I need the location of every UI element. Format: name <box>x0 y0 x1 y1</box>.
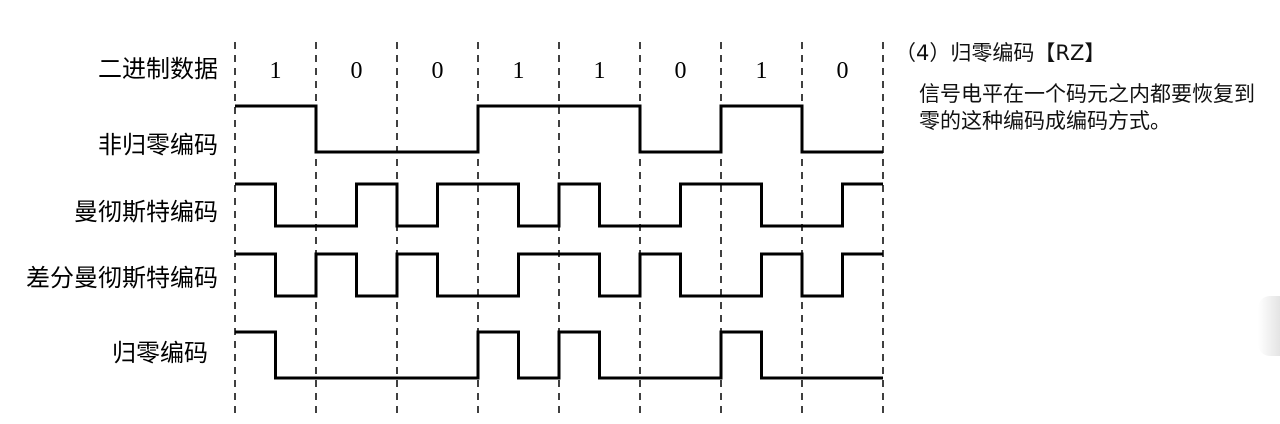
bit-value: 1 <box>594 58 606 84</box>
rz-title: （4）归零编码【RZ】 <box>895 41 1106 65</box>
side-handle <box>1258 296 1280 356</box>
rz-body: 信号电平在一个码元之内都要恢复到零的这种编码成编码方式。 <box>919 82 1255 133</box>
bit-value: 0 <box>432 58 444 84</box>
bit-value: 1 <box>513 58 525 84</box>
manchester-waveform <box>235 182 883 228</box>
bit-value: 1 <box>270 58 282 84</box>
label-manchester: 曼彻斯特编码 <box>74 198 218 226</box>
label-nrz: 非归零编码 <box>98 131 218 159</box>
label-binary-data: 二进制数据 <box>98 55 218 83</box>
row-labels: 二进制数据 非归零编码 曼彻斯特编码 差分曼彻斯特编码 归零编码 <box>26 55 218 367</box>
rz-description: （4）归零编码【RZ】 信号电平在一个码元之内都要恢复到零的这种编码成编码方式。 <box>895 40 1275 135</box>
bit-value: 0 <box>675 58 687 84</box>
waveforms <box>235 104 883 380</box>
bit-value: 0 <box>351 58 363 84</box>
label-differential-manchester: 差分曼彻斯特编码 <box>26 264 218 292</box>
rz-waveform <box>235 330 883 380</box>
differential-manchester-waveform <box>235 252 883 298</box>
nrz-waveform <box>235 104 883 154</box>
binary-digits: 1 0 0 1 1 0 1 0 <box>270 58 849 84</box>
label-rz: 归零编码 <box>112 339 208 367</box>
bit-value: 0 <box>837 58 849 84</box>
bit-value: 1 <box>756 58 768 84</box>
bit-dividers <box>234 42 884 414</box>
